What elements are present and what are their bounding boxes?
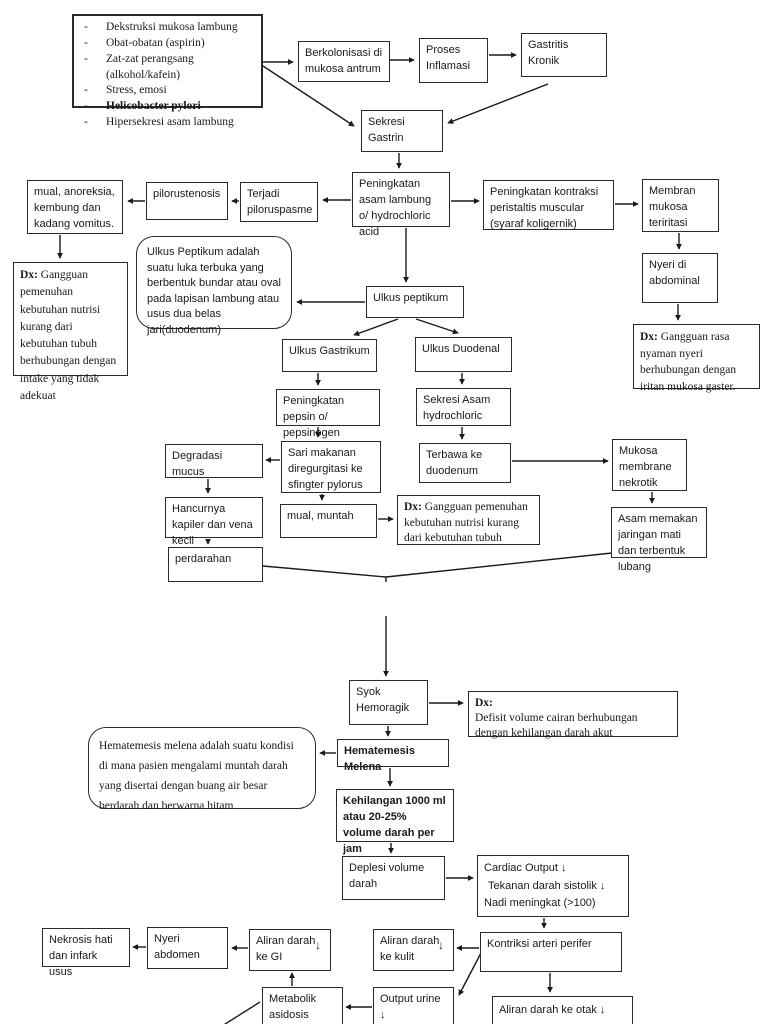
down-arrow-icon: ↓ — [561, 862, 567, 874]
node-aliran-darah-kulit: Aliran darah ke kulit ↓ — [373, 929, 454, 971]
ulkus-peptikum-definition: Ulkus Peptikum adalah suatu luka terbuka… — [136, 236, 292, 336]
down-arrow-icon: ↓ — [599, 879, 606, 892]
node-aliran-darah-gi: Aliran darah ke GI ↓ — [249, 929, 331, 971]
list-item: -Obat-obatan (aspirin) — [84, 36, 205, 49]
node-metabolik-asidosis: Metabolik asidosis — [262, 987, 343, 1024]
dx-nutrisi-intake-box: Dx: Gangguan pemenuhan kebutuhan nutrisi… — [13, 262, 128, 402]
list-item: -Stress, emosi — [84, 84, 167, 97]
node-peningkatan-kontraksi: Peningkatan kontraksi peristaltis muscul… — [483, 180, 614, 230]
node-hancurnya-kapiler: Hancurnya kapiler dan vena kecil — [165, 497, 263, 547]
down-arrow-icon: ↓ — [438, 938, 444, 952]
node-kehilangan-darah: Kehilangan 1000 ml atau 20-25% volume da… — [336, 789, 454, 855]
node-aliran-darah-otak: Aliran darah ke otak ↓ — [492, 996, 633, 1024]
node-terbawa-ke-duodenum: Terbawa ke duodenum — [419, 443, 511, 483]
node-nyeri-abdomen: Nyeri abdomen — [147, 927, 228, 969]
dx-text: Gangguan rasa nyaman nyeri berhubungan d… — [640, 331, 737, 394]
causes-list-box: -Dekstruksi mukosa lambung -Obat-obatan … — [72, 14, 263, 128]
node-ulkus-duodenal: Ulkus Duodenal — [415, 337, 512, 372]
node-pilorustenosis: pilorustenosis — [146, 182, 228, 220]
node-proses-inflamasi: Proses Inflamasi — [419, 38, 488, 83]
dx-defisit-volume-box: Dx: Defisit volume cairan berhubungan de… — [468, 691, 678, 739]
list-item-helicobacter: -Helicobacter pylori — [84, 100, 201, 113]
node-ulkus-gastrikum: Ulkus Gastrikum — [282, 339, 377, 372]
node-sekresi-gastrin: Sekresi Gastrin — [361, 110, 443, 152]
list-item: -Zat-zat perangsang (alkohol/kafein) — [84, 52, 194, 81]
node-mual-muntah: mual, muntah — [280, 504, 377, 538]
node-peningkatan-pepsin: Peningkatan pepsin o/ pepsinogen — [276, 389, 380, 439]
node-ulkus-peptikum: Ulkus peptikum — [366, 286, 464, 318]
cardiac-line: Nadi meningkat (>100) — [484, 897, 596, 910]
down-arrow-icon: ↓ — [599, 1004, 606, 1016]
node-membran-mukosa: Membran mukosa teriritasi — [642, 179, 719, 232]
node-mukosa-nekrotik: Mukosa membrane nekrotik — [612, 439, 687, 491]
dx-text: Gangguan pemenuhan kebutuhan nutrisi kur… — [20, 269, 117, 402]
dx-prefix: Dx: — [404, 501, 422, 513]
node-sekresi-asam: Sekresi Asam hydrochloric — [416, 388, 511, 426]
node-nekrosis-hati: Nekrosis hati dan infark usus — [42, 928, 130, 978]
node-degradasi-mucus: Degradasi mucus — [165, 444, 263, 478]
dx-prefix: Dx: — [640, 331, 658, 343]
node-sari-makanan: Sari makanan diregurgitasi ke sfingter p… — [281, 441, 381, 493]
dx-rasa-nyaman-box: Dx: Gangguan rasa nyaman nyeri berhubung… — [633, 324, 760, 393]
dx-prefix: Dx: — [475, 697, 493, 709]
cardiac-line: Cardiac Output ↓ — [484, 862, 567, 874]
node-nyeri-di-abdominal: Nyeri di abdominal — [642, 253, 718, 303]
node-peningkatan-asam: Peningkatan asam lambung o/ hydrochloric… — [352, 172, 450, 238]
node-berkolonisasi: Berkolonisasi di mukosa antrum — [298, 41, 390, 82]
dx-prefix: Dx: — [20, 269, 38, 281]
dx-text: Gangguan pemenuhan kebutuhan nutrisi kur… — [404, 501, 528, 545]
dx-text: Defisit volume cairan berhubungan dengan… — [475, 711, 638, 739]
node-mual-anoreksia: mual, anoreksia, kembung dan kadang vomi… — [27, 180, 123, 234]
list-item: -Dekstruksi mukosa lambung — [84, 21, 238, 33]
hematemesis-definition: Hematemesis melena adalah suatu kondisi … — [88, 727, 316, 812]
node-kontriksi-arteri: Kontriksi arteri perifer — [480, 932, 622, 972]
down-arrow-icon: ↓ — [315, 938, 321, 952]
node-syok-hemoragik: Syok Hemoragik — [349, 680, 428, 725]
node-gastritis-kronik: Gastritis Kronik — [521, 33, 607, 77]
node-terjadi-piloruspasme: Terjadi piloruspasme — [240, 182, 318, 222]
node-hematemesis-melena: Hematemesis Melena — [337, 739, 449, 773]
cardiac-line: Tekanan darah sistolik ↓ — [488, 879, 606, 892]
node-asam-memakan: Asam memakan jaringan mati dan terbentuk… — [611, 507, 707, 573]
list-item: -Hipersekresi asam lambung — [84, 116, 234, 129]
down-arrow-icon: ↓ — [380, 1008, 386, 1021]
dx-nutrisi-box: Dx: Gangguan pemenuhan kebutuhan nutrisi… — [397, 495, 540, 545]
node-deplesi-volume: Deplesi volume darah — [342, 856, 445, 900]
node-cardiac-output: Cardiac Output ↓ Tekanan darah sistolik … — [477, 855, 629, 917]
node-output-urine: Output urine ↓ — [373, 987, 454, 1024]
node-perdarahan: perdarahan — [168, 547, 263, 582]
